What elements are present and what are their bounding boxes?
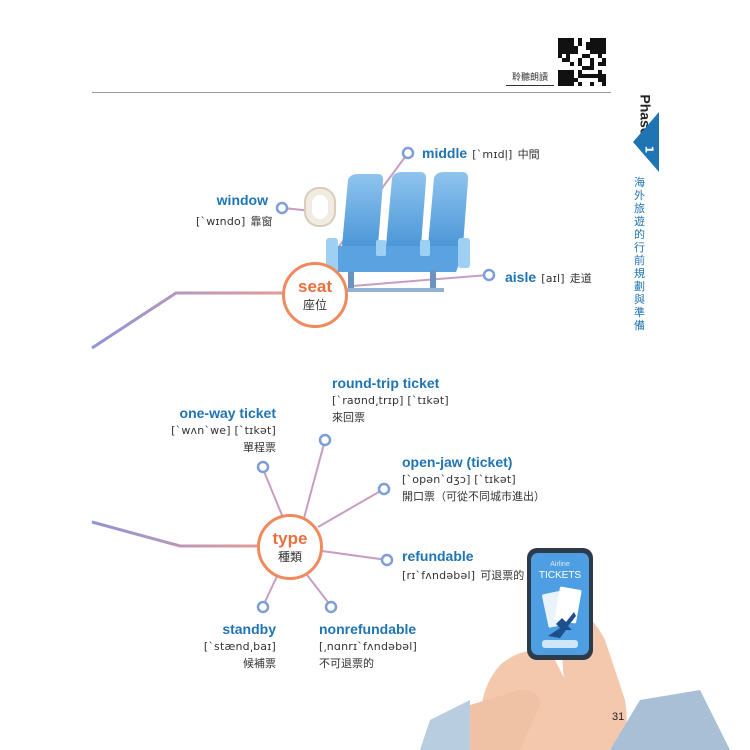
phone-screen-line1: Airline	[550, 561, 570, 568]
chapter-title: 海外旅遊的行前規劃與準備	[634, 176, 645, 332]
ipa-aisle: [aɪl]	[541, 272, 565, 285]
word-refundable: refundable	[402, 548, 474, 564]
zh-openjaw: 開口票（可從不同城市進出）	[402, 490, 545, 503]
ipa-refundable: [rɪˋfʌndəbəl]	[402, 569, 476, 582]
zh-window: 靠窗	[250, 215, 273, 228]
zh-middle: 中間	[517, 148, 540, 161]
branch-middle: middle [ˋmɪdl̩] 中間	[422, 143, 540, 162]
branch-openjaw: open-jaw (ticket) [ˋopənˋdʒɔ] [ˋtɪkət] 開…	[402, 454, 545, 505]
seat-branch-aisle	[351, 274, 489, 287]
zh-aisle: 走道	[569, 272, 592, 285]
header-divider	[92, 92, 611, 93]
qr-code-icon[interactable]	[558, 38, 606, 86]
node-roundtrip	[318, 433, 332, 447]
branch-aisle: aisle [aɪl] 走道	[505, 267, 592, 286]
node-standby	[256, 600, 270, 614]
type-trunk-line	[91, 520, 258, 548]
word-oneway: one-way ticket	[179, 405, 276, 421]
page-number: 31	[612, 711, 625, 723]
branch-nonrefundable: nonrefundable [͵nɑnrɪˋfʌndəbəl] 不可退票的	[319, 621, 417, 672]
phone-screen-line2: TICKETS	[538, 570, 582, 581]
ipa-nonrefundable: [͵nɑnrɪˋfʌndəbəl]	[319, 640, 417, 653]
zh-roundtrip: 來回票	[332, 411, 365, 424]
zh-oneway: 單程票	[243, 441, 276, 454]
type-branch-oneway	[262, 468, 285, 521]
ipa-oneway: [ˋwʌnˋwe] [ˋtɪkət]	[171, 424, 276, 437]
type-branch-refundable	[321, 550, 388, 561]
zh-nonrefundable: 不可退票的	[319, 657, 374, 670]
ipa-window: [ˋwɪndo]	[196, 215, 246, 228]
type-branch-roundtrip	[303, 439, 326, 519]
word-standby: standby	[222, 621, 276, 637]
phase-number-tab	[633, 112, 659, 172]
branch-oneway: one-way ticket [ˋwʌnˋwe] [ˋtɪkət] 單程票	[150, 405, 276, 456]
listen-label: 聆聽朗讀	[506, 70, 554, 86]
word-openjaw: open-jaw (ticket)	[402, 454, 513, 470]
word-middle: middle	[422, 145, 468, 161]
node-nonrefundable	[324, 600, 338, 614]
branch-window: window [ˋwɪndo] 靠窗	[196, 192, 273, 229]
type-branch-openjaw	[317, 488, 385, 528]
word-aisle: aisle	[505, 269, 537, 285]
seat-hub-zh: 座位	[302, 297, 327, 312]
seat-hub-word: seat	[297, 276, 333, 296]
branch-refundable: refundable [rɪˋfʌndəbəl] 可退票的	[402, 548, 524, 584]
node-oneway	[256, 460, 270, 474]
type-branch-nonrefundable	[306, 574, 332, 607]
airplane-window-icon	[304, 187, 336, 227]
type-hub-word: type	[272, 528, 308, 548]
node-window	[275, 201, 289, 215]
word-roundtrip: round-trip ticket	[332, 375, 440, 391]
branch-roundtrip: round-trip ticket [ˋraʊnd͵trɪp] [ˋtɪkət]…	[332, 375, 449, 426]
airplane-seats-icon	[326, 172, 470, 292]
node-openjaw	[377, 482, 391, 496]
node-middle	[401, 146, 415, 160]
seat-hub: seat 座位	[282, 262, 348, 328]
node-refundable	[380, 553, 394, 567]
type-hub-zh: 種類	[277, 549, 302, 564]
type-hub: type 種類	[257, 514, 323, 580]
ipa-middle: [ˋmɪdl̩]	[472, 148, 513, 161]
hands-holding-phone-illustration	[420, 548, 730, 750]
type-branch-standby	[262, 571, 280, 607]
ipa-standby: [ˋstænd͵baɪ]	[203, 640, 276, 653]
branch-standby: standby [ˋstænd͵baɪ] 候補票	[186, 621, 276, 672]
zh-standby: 候補票	[243, 657, 276, 670]
ipa-openjaw: [ˋopənˋdʒɔ] [ˋtɪkət]	[402, 473, 516, 486]
node-aisle	[482, 268, 496, 282]
ipa-roundtrip: [ˋraʊnd͵trɪp] [ˋtɪkət]	[332, 394, 449, 407]
word-window: window	[216, 192, 268, 208]
seat-trunk-line	[91, 291, 284, 350]
zh-refundable: 可退票的	[480, 569, 525, 582]
word-nonrefundable: nonrefundable	[319, 621, 417, 637]
